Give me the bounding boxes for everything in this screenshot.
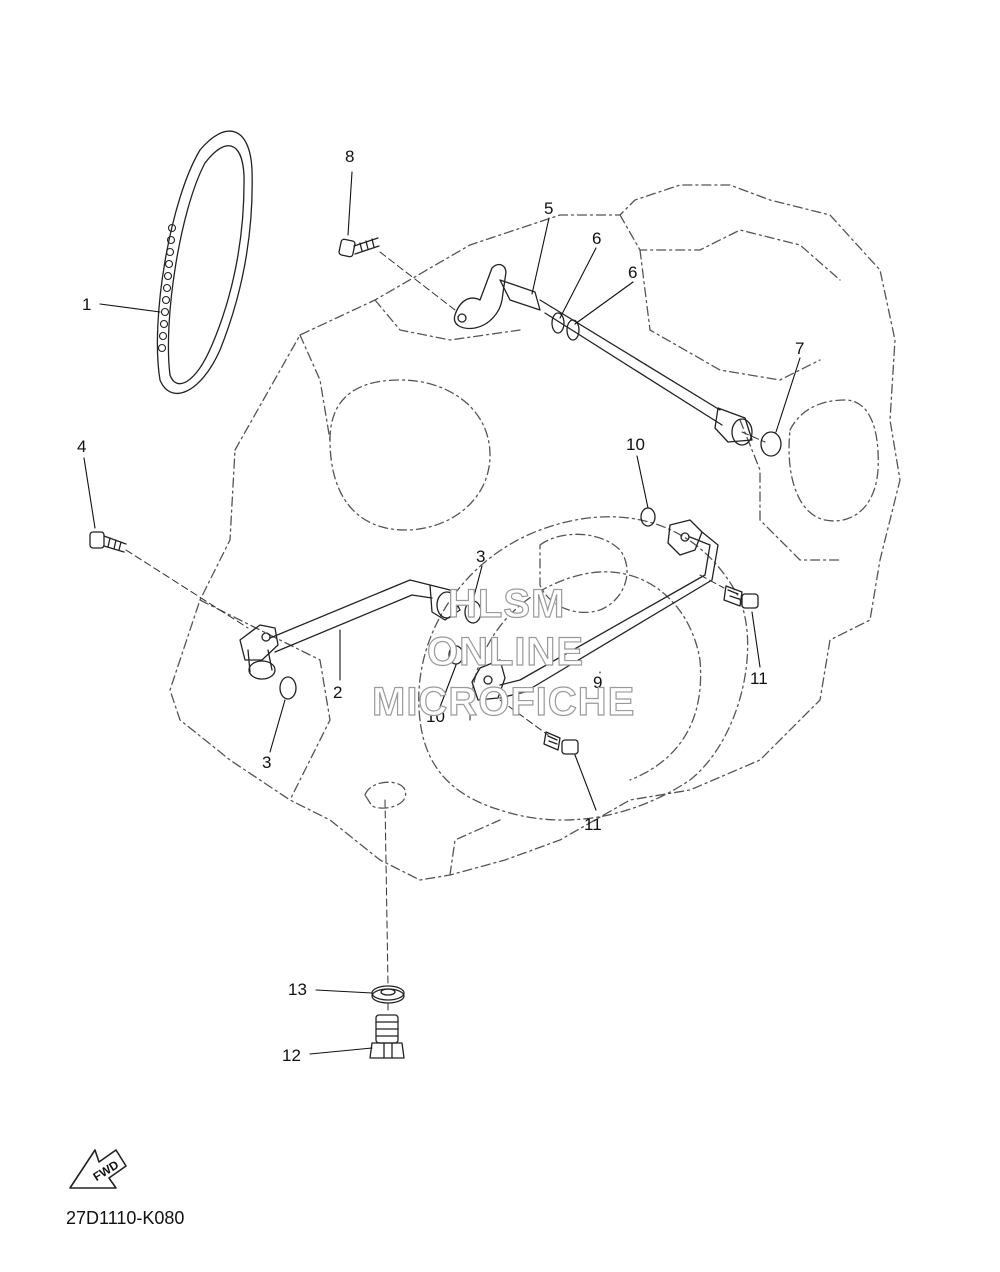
fwd-arrow-icon [69,1149,127,1189]
callout-11b: 11 [584,815,602,834]
o-ring-3b [279,676,297,700]
callout-1: 1 [82,295,92,314]
leader-lines [83,171,801,1055]
callout-2: 2 [333,683,343,702]
callout-6a: 6 [592,229,602,248]
bolt-4 [89,531,127,553]
oil-pipe-5 [453,263,753,446]
alignment-lines [125,251,766,1014]
oil-pipe-9 [471,519,719,701]
watermark-line-2: ONLINE [426,630,585,674]
bolt-11b [543,731,579,755]
callout-10b: 10 [426,707,445,726]
callout-9: 9 [593,673,603,692]
callout-12: 12 [282,1046,301,1065]
callout-3b: 3 [262,753,272,772]
callout-6b: 6 [628,263,638,282]
o-ring-10a [640,507,656,527]
crankcase-outline [169,184,901,881]
washer-13 [371,985,405,1004]
watermark-line-1: HLSM [447,582,566,626]
callout-5: 5 [544,199,554,218]
bolt-8 [338,237,380,258]
bolt-11a [723,585,759,609]
callout-10a: 10 [626,435,645,454]
o-ring-10b [448,645,464,665]
o-ring-6b [566,319,580,341]
o-ring-7 [760,431,782,457]
o-ring-3a [464,600,482,624]
drain-plug-12 [369,1014,405,1059]
callout-8: 8 [345,147,355,166]
diagram-part-code: 27D1110-K080 [66,1208,185,1228]
callout-3a: 3 [476,547,486,566]
o-ring-6a [551,312,565,334]
callout-7: 7 [795,339,805,358]
callout-4: 4 [77,437,87,456]
oil-pipe-2 [239,579,461,680]
callout-13: 13 [288,980,307,999]
cam-chain [156,130,253,395]
callout-11a: 11 [750,669,768,688]
watermark-line-3: MICROFICHE [371,680,636,724]
fwd-label: FWD [91,1157,122,1184]
